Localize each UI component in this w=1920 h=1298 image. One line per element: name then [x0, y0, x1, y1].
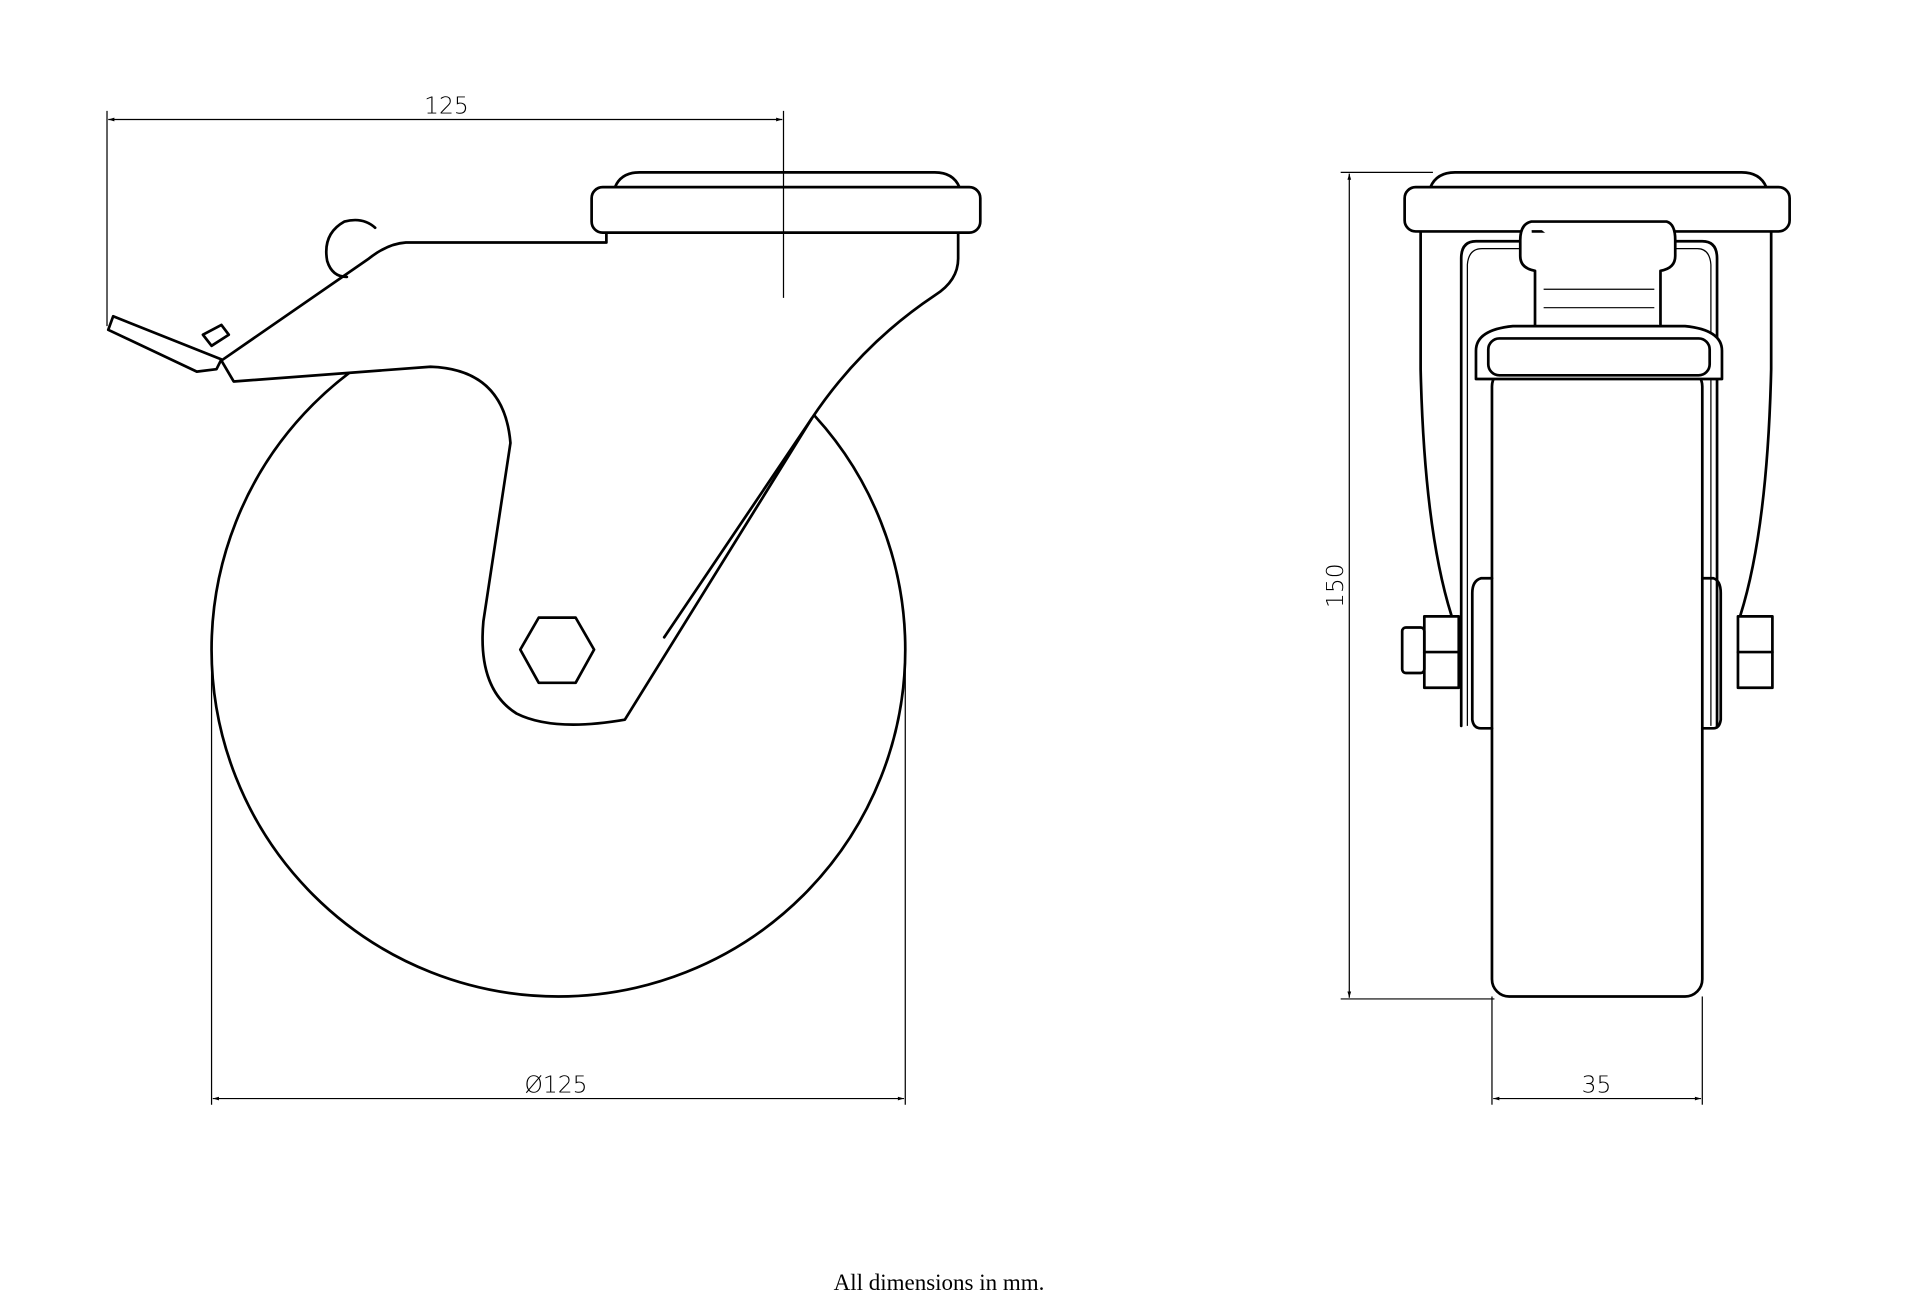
- dimension-overall-height: 150: [1321, 171, 1495, 1000]
- axle-nut-left: [1400, 615, 1461, 690]
- brake-hook: [325, 218, 377, 279]
- brake-pedal: [106, 314, 231, 373]
- wheel-front: [1490, 367, 1704, 998]
- axle-nut: [518, 616, 596, 685]
- brake-lever-top: [1518, 220, 1677, 328]
- top-plate-front-lip: [1429, 171, 1768, 189]
- units-note: All dimensions in mm.: [833, 1270, 1045, 1295]
- axle-nut-right: [1736, 615, 1774, 690]
- hub-right: [1700, 576, 1723, 730]
- dimension-wheel-diameter: Ø125: [210, 652, 906, 1105]
- top-plate: [590, 185, 982, 235]
- top-plate-lip: [613, 171, 961, 189]
- dim-label-width: 35: [1582, 1070, 1612, 1098]
- front-view: [1400, 171, 1791, 998]
- dimension-swivel-offset: 125: [106, 91, 785, 327]
- dim-label-offset: 125: [424, 91, 469, 119]
- dim-label-height: 150: [1321, 563, 1349, 608]
- fork-body: [220, 230, 960, 726]
- hub-left: [1470, 576, 1494, 730]
- brake-pad: [1486, 337, 1712, 377]
- fork-inner-edge: [662, 417, 814, 639]
- dim-label-diameter: Ø125: [524, 1070, 587, 1098]
- fork-legs: [1459, 239, 1719, 728]
- dimension-wheel-width: 35: [1491, 996, 1703, 1105]
- fork-housing: [1419, 230, 1773, 617]
- fork-legs-inner: [1466, 248, 1712, 726]
- side-view: [106, 171, 982, 998]
- brake-block: [1474, 324, 1724, 381]
